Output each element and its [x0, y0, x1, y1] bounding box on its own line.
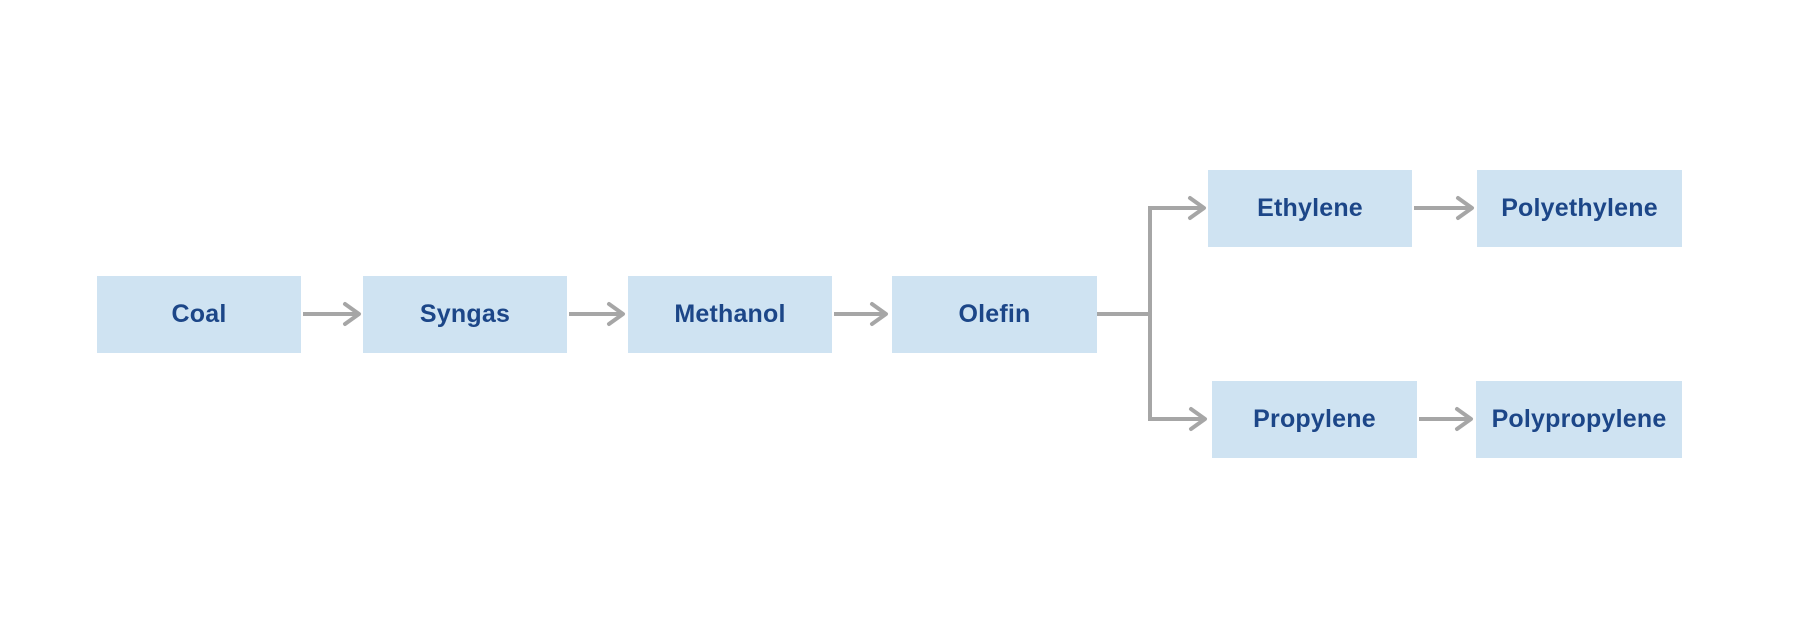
node-olefin: Olefin	[892, 276, 1097, 353]
node-syngas-label: Syngas	[419, 300, 511, 328]
node-ethylene-label: Ethylene	[1257, 194, 1363, 222]
node-propylene: Propylene	[1212, 381, 1417, 458]
node-polyethylene-label: Polyethylene	[1501, 194, 1658, 222]
node-coal: Coal	[97, 276, 301, 353]
connector-branch-to-ethylene	[1148, 196, 1206, 314]
node-polypropylene: Polypropylene	[1476, 381, 1682, 458]
node-propylene-label: Propylene	[1253, 405, 1376, 433]
node-coal-label: Coal	[171, 300, 227, 328]
node-olefin-label: Olefin	[958, 300, 1031, 328]
node-polyethylene: Polyethylene	[1477, 170, 1682, 247]
node-methanol: Methanol	[628, 276, 832, 353]
connector-branch-to-propylene	[1148, 314, 1207, 431]
node-methanol-label: Methanol	[674, 300, 786, 328]
node-syngas: Syngas	[363, 276, 567, 353]
node-ethylene: Ethylene	[1208, 170, 1412, 247]
node-polypropylene-label: Polypropylene	[1491, 405, 1667, 433]
